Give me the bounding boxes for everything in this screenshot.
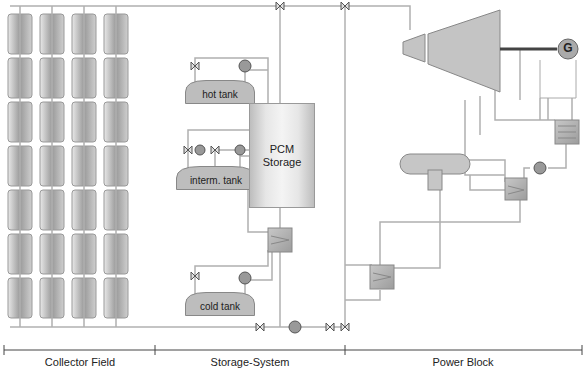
section-label: Storage-System bbox=[209, 356, 292, 368]
node-text: cold tank bbox=[200, 297, 240, 312]
pipes bbox=[10, 6, 572, 327]
section-label: Collector Field bbox=[43, 356, 117, 368]
node-text: G bbox=[563, 42, 572, 55]
node-text: PCM Storage bbox=[249, 143, 315, 167]
section-label: Power Block bbox=[430, 356, 495, 368]
generator-circle: G bbox=[557, 38, 579, 60]
storage-tank: interm. tank bbox=[176, 166, 256, 190]
node-text: interm. tank bbox=[190, 171, 242, 186]
storage-tank: cold tank bbox=[185, 292, 255, 316]
turbine bbox=[403, 10, 576, 98]
node-text: hot tank bbox=[202, 85, 238, 100]
deaerator bbox=[400, 154, 470, 190]
section-scale bbox=[4, 345, 582, 355]
collector-troughs bbox=[8, 14, 128, 318]
storage-tank: hot tank bbox=[185, 80, 255, 104]
pcm-storage-box: PCM Storage bbox=[249, 103, 315, 208]
